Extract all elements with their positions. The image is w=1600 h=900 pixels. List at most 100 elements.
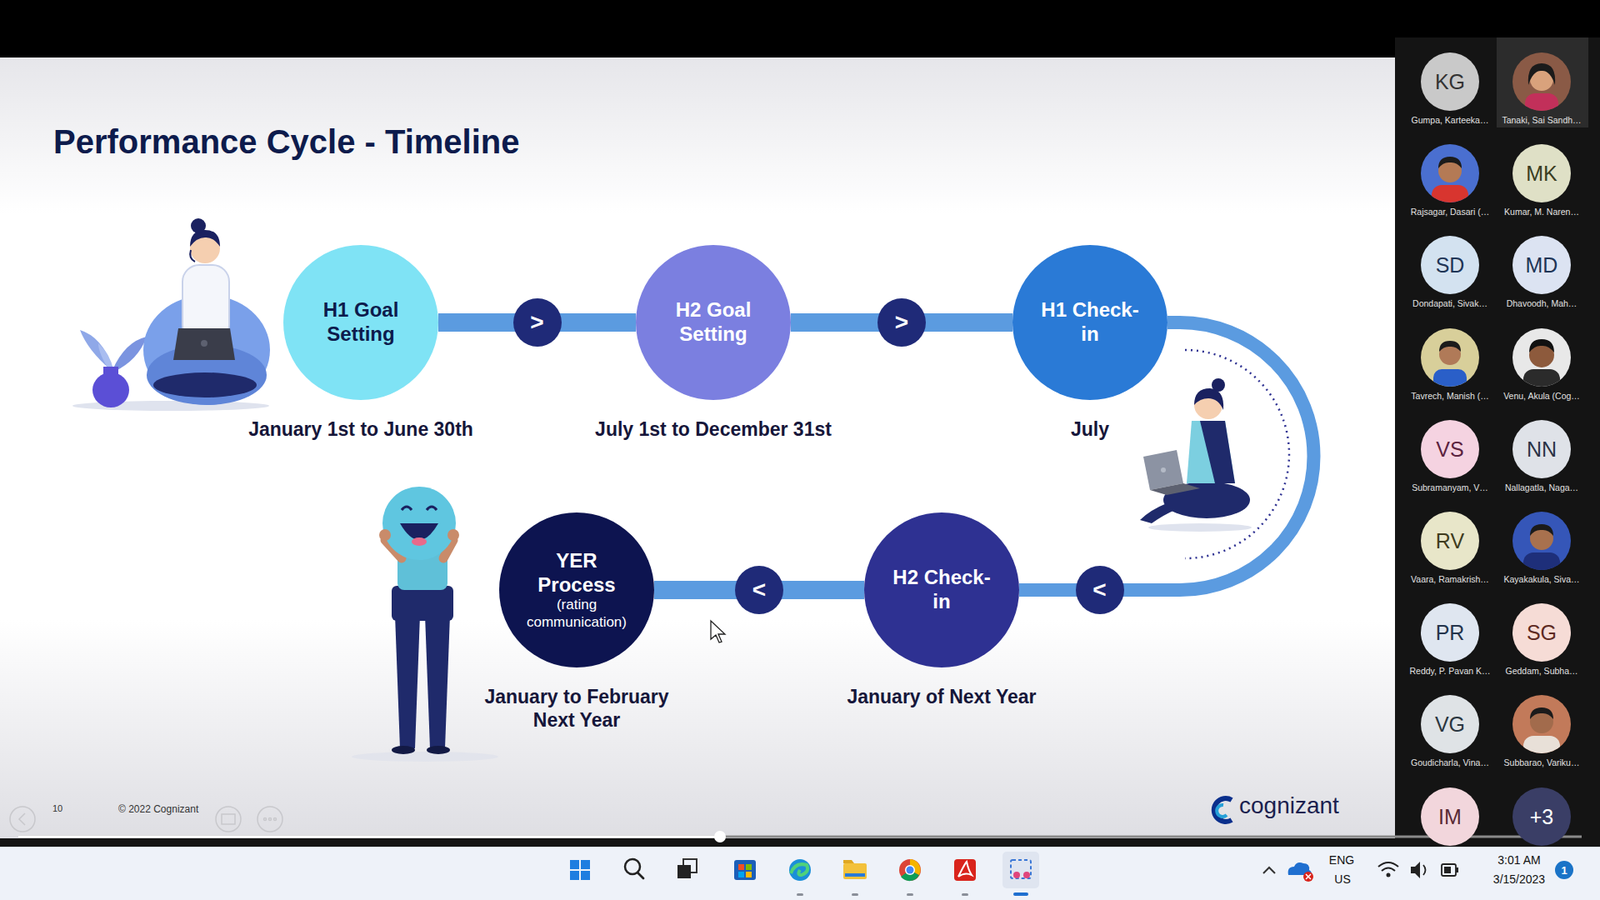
slide-title: Performance Cycle - Timeline <box>53 123 520 161</box>
tray-text: 3/15/2023 <box>1493 872 1545 887</box>
stage-circle: YER Process(rating communication)January… <box>499 512 655 668</box>
avatar-initials: PR <box>1435 620 1465 645</box>
circle-content: H1 Check-in <box>1012 245 1168 400</box>
direction-symbol: < <box>1092 578 1106 602</box>
direction-symbol: > <box>895 310 909 335</box>
avatar-content: SG <box>1512 603 1571 662</box>
stage-circle: H1 Check-inJuly <box>1012 245 1168 400</box>
circle-content: H2 Goal Setting <box>635 245 791 400</box>
stage-period: January 1st to June 30th <box>248 418 474 442</box>
avatar-content: PR <box>1420 603 1480 662</box>
badge-count: 1 <box>1560 864 1567 877</box>
circle-content: YER Process(rating communication) <box>499 512 655 668</box>
avatar-circle: VSSubramanyam, V… <box>1420 420 1480 479</box>
photo-avatar <box>1420 144 1480 210</box>
participant-name: Subbarao, Variku… <box>1504 757 1580 769</box>
direction-badge: > <box>877 298 926 347</box>
stage-name: YER Process <box>519 549 635 598</box>
avatar-circle: MKKumar, M. Naren… <box>1512 144 1571 203</box>
stage-name: H2 Goal Setting <box>655 298 771 347</box>
participant-name: Dhavoodh, Mah… <box>1506 298 1578 309</box>
bean-bag-figure <box>72 218 270 411</box>
slide-footer: 10 <box>52 803 63 815</box>
stage-period: January to February Next Year <box>476 685 677 732</box>
participant-name: Tanaki, Sai Sandh… <box>1501 115 1581 126</box>
tray-text: US <box>1334 872 1350 887</box>
progress-track <box>18 835 1582 839</box>
stage-note: (rating communication) <box>519 596 635 631</box>
avatar-circle: NNNallagatla, Naga… <box>1512 420 1571 479</box>
stage-period: July <box>1070 418 1110 442</box>
direction-badge: < <box>735 565 784 615</box>
avatar-content: +3 <box>1512 787 1571 846</box>
avatar-initials: MK <box>1525 161 1558 186</box>
participant-name: Dondapati, Sivak… <box>1412 298 1488 309</box>
avatar-initials: KG <box>1435 70 1465 95</box>
active-tile <box>1496 37 1589 128</box>
avatar-circle: +3 <box>1512 787 1571 846</box>
avatar-initials: IM <box>1438 805 1462 830</box>
photo-avatar <box>1420 328 1480 395</box>
participant-name: Nallagatla, Naga… <box>1505 482 1579 493</box>
stage-circle: H2 Check-inJanuary of Next Year <box>864 512 1020 668</box>
circle-content: H1 Goal Setting <box>283 245 439 400</box>
avatar-circle: SGGeddam, Subha… <box>1512 603 1571 662</box>
avatar-circle: SDDondapati, Sivak… <box>1420 235 1480 295</box>
avatar-content: SD <box>1420 235 1480 295</box>
direction-badge: > <box>513 298 562 347</box>
avatar-content: MK <box>1512 144 1571 203</box>
participant-name: Venu, Akula (Cog… <box>1503 390 1580 402</box>
logo-mark <box>1214 798 1232 822</box>
smiley-figure <box>351 486 499 762</box>
notification-badge: 1 <box>1555 860 1574 880</box>
avatar-content: RV <box>1420 511 1480 570</box>
avatar-circle: KGGumpa, Karteeka… <box>1420 52 1480 111</box>
participant-name: Kayakakula, Siva… <box>1503 574 1580 585</box>
avatar-initials: RV <box>1435 529 1465 554</box>
progress-knob <box>714 830 726 843</box>
avatar-initials: NN <box>1526 437 1557 462</box>
participant-name: Kumar, M. Naren… <box>1504 206 1580 217</box>
participant-name: Goudicharla, Vina… <box>1410 757 1490 768</box>
photo-avatar <box>1512 695 1571 761</box>
tray-text: 3:01 AM <box>1497 853 1540 868</box>
avatar-initials: VS <box>1435 437 1464 462</box>
participant-name: Subramanyam, V… <box>1411 482 1489 493</box>
stage-period: July 1st to December 31st <box>595 418 832 442</box>
photo-avatar <box>1512 328 1571 395</box>
top-bar <box>0 0 1600 58</box>
stage-name: H1 Check-in <box>1032 298 1148 347</box>
participant-name: Reddy, P. Pavan K… <box>1409 665 1490 676</box>
avatar-circle: RVVaara, Ramakrish… <box>1420 511 1480 570</box>
avatar-initials: +3 <box>1530 805 1555 830</box>
badge-content: 1 <box>1555 860 1574 880</box>
tray-text: ENG <box>1329 853 1355 868</box>
avatar-initials: VG <box>1435 712 1465 737</box>
sitting-figure <box>1140 350 1290 559</box>
stage-name: H2 Check-in <box>884 565 1000 615</box>
avatar-initials: SG <box>1526 620 1557 645</box>
avatar-content: VG <box>1420 695 1480 754</box>
brand-logo: cognizant <box>1239 791 1340 820</box>
stage-period: January of Next Year <box>846 685 1036 710</box>
taskbar-icons <box>570 851 1459 896</box>
avatar-content: KG <box>1420 52 1480 111</box>
photo-avatar <box>1512 52 1571 119</box>
avatar-circle: IM <box>1420 787 1480 846</box>
participant-name: Rajsagar, Dasari (… <box>1410 206 1490 218</box>
participant-name: Geddam, Subha… <box>1505 665 1579 676</box>
avatar-initials: SD <box>1435 253 1465 278</box>
avatar-content: VS <box>1420 420 1480 479</box>
avatar-circle: PRReddy, P. Pavan K… <box>1420 603 1480 662</box>
direction-badge: < <box>1075 565 1125 615</box>
taskbar <box>0 846 1600 900</box>
direction-symbol: > <box>530 310 544 335</box>
avatar-content: MD <box>1512 235 1571 295</box>
stage-circle: H1 Goal SettingJanuary 1st to June 30th <box>283 245 439 400</box>
stage-name: H1 Goal Setting <box>303 298 419 347</box>
circle-content: H2 Check-in <box>864 512 1020 668</box>
participant-name: Gumpa, Karteeka… <box>1411 115 1490 125</box>
avatar-content: IM <box>1420 787 1480 846</box>
participant-name: Tavrech, Manish (… <box>1410 390 1489 402</box>
